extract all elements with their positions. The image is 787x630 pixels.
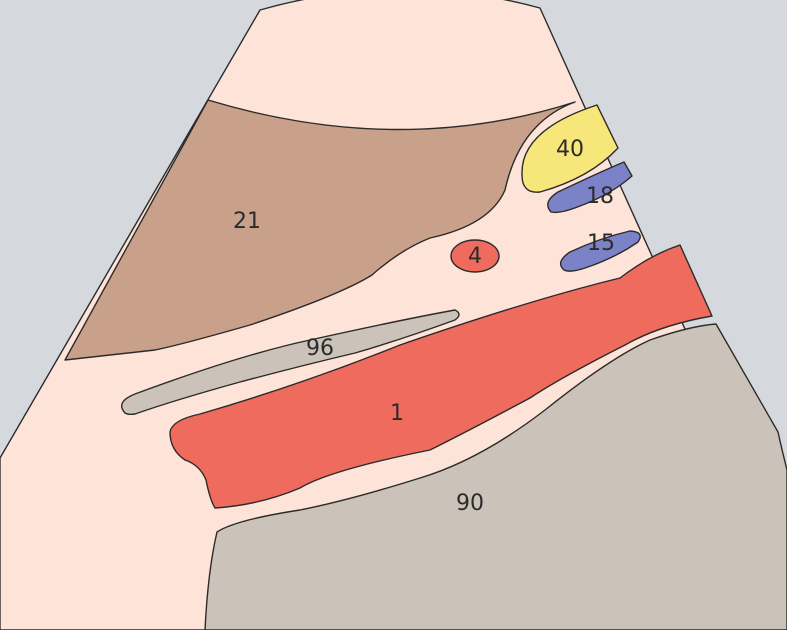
label-18: 18 [586,184,614,209]
label-21: 21 [233,209,261,234]
label-4: 4 [468,244,482,269]
label-40: 40 [556,137,584,162]
label-96: 96 [306,336,334,361]
label-90: 90 [456,491,484,516]
label-15: 15 [587,231,615,256]
label-1: 1 [390,401,404,426]
